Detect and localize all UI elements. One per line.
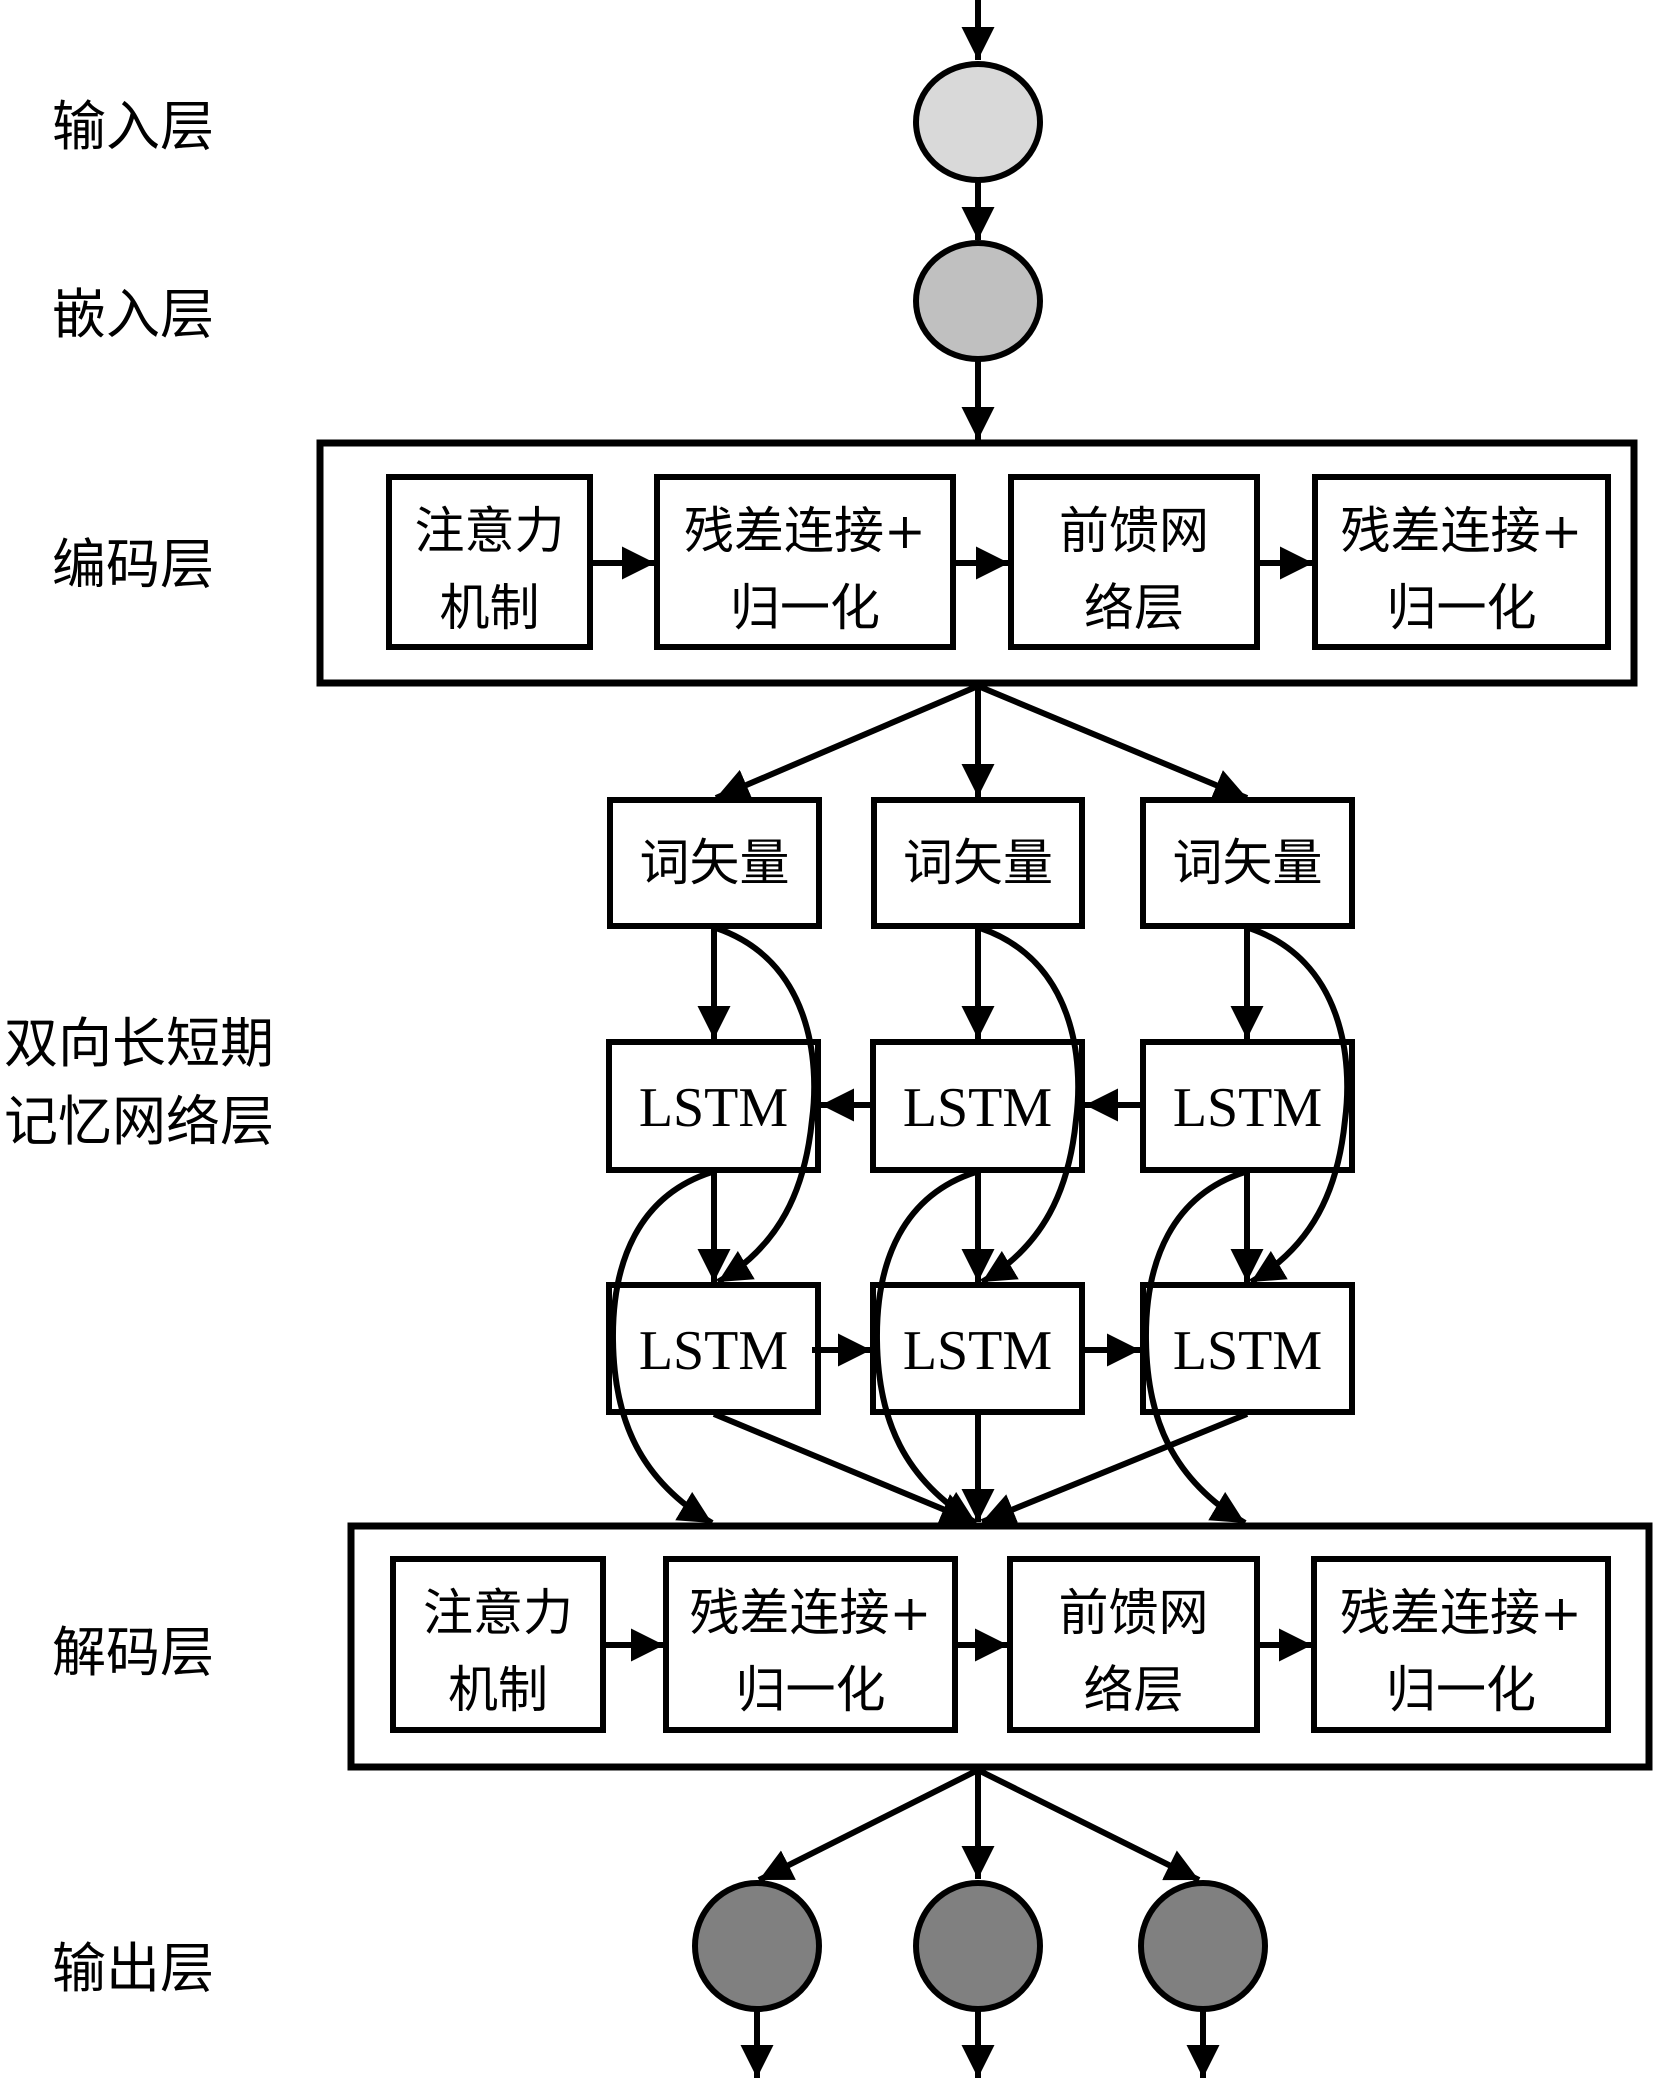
encoder-add-norm-box-1: 残差连接+ 归一化 bbox=[654, 474, 956, 650]
word-vector-3-label: 词矢量 bbox=[1173, 834, 1323, 892]
wordvec-2-skip-curve bbox=[979, 925, 1082, 1285]
decoder-add-norm-2-line1: 残差连接+ bbox=[1340, 1584, 1582, 1642]
encoder-add-norm-1-line1: 残差连接+ bbox=[684, 502, 926, 560]
forward-lstm-3-to-decoder-arrow bbox=[980, 1411, 1249, 1525]
word-vector-1-label: 词矢量 bbox=[640, 834, 790, 892]
output-node-1 bbox=[692, 1880, 822, 2012]
backward-lstm-1-to-decoder-curve bbox=[609, 1169, 714, 1526]
encoder-add-norm-box-2: 残差连接+ 归一化 bbox=[1312, 474, 1611, 650]
word-vector-box-3: 词矢量 bbox=[1140, 797, 1355, 929]
encoder-add-norm-1-line2: 归一化 bbox=[730, 579, 880, 637]
decoder-feedforward-line2: 络层 bbox=[1084, 1661, 1184, 1719]
decoder-add-norm-1-line1: 残差连接+ bbox=[690, 1584, 932, 1642]
decoder-add-norm-2-line2: 归一化 bbox=[1386, 1661, 1536, 1719]
encoder-feedforward-line2: 络层 bbox=[1084, 579, 1184, 637]
backward-lstm-2-label: LSTM bbox=[903, 1077, 1052, 1139]
forward-lstm-cell-1: LSTM bbox=[606, 1282, 821, 1415]
forward-lstm-3-label: LSTM bbox=[1173, 1320, 1322, 1382]
decoder-block: 注意力 机制 残差连接+ 归一化 前馈网 络层 残差连接+ 归一化 bbox=[347, 1522, 1653, 1771]
encoder-block: 注意力 机制 残差连接+ 归一化 前馈网 络层 残差连接+ 归一化 bbox=[316, 439, 1638, 687]
decoder-add-norm-1-line2: 归一化 bbox=[736, 1661, 886, 1719]
backward-lstm-3-label: LSTM bbox=[1173, 1077, 1322, 1139]
input-node bbox=[913, 61, 1043, 183]
word-vector-box-2: 词矢量 bbox=[871, 797, 1085, 929]
label-output-layer: 输出层 bbox=[52, 1937, 214, 2000]
label-bilstm-line1: 双向长短期 bbox=[4, 1012, 274, 1075]
word-vector-box-1: 词矢量 bbox=[607, 797, 822, 929]
label-bilstm-line2: 记忆网络层 bbox=[4, 1090, 274, 1153]
decoder-feedforward-box: 前馈网 络层 bbox=[1007, 1556, 1260, 1733]
backward-lstm-3-to-decoder-curve bbox=[1142, 1169, 1247, 1526]
backward-lstm-2-to-decoder-curve bbox=[873, 1169, 978, 1526]
output-node-2 bbox=[913, 1880, 1043, 2012]
wordvec-3-skip-curve bbox=[1248, 925, 1351, 1285]
encoder-add-norm-2-line1: 残差连接+ bbox=[1341, 502, 1583, 560]
encoder-to-wordvec-3-arrow bbox=[976, 683, 1249, 801]
forward-lstm-2-label: LSTM bbox=[903, 1320, 1052, 1382]
encoder-add-norm-2-line2: 归一化 bbox=[1387, 579, 1537, 637]
forward-lstm-cell-2: LSTM bbox=[870, 1282, 1085, 1415]
label-input-layer: 输入层 bbox=[52, 95, 214, 158]
decoder-attention-line2: 机制 bbox=[448, 1661, 548, 1719]
encoder-attention-line2: 机制 bbox=[440, 579, 540, 637]
embedding-node bbox=[913, 240, 1043, 362]
decoder-add-norm-box-2: 残差连接+ 归一化 bbox=[1311, 1556, 1611, 1733]
wordvec-1-skip-curve bbox=[715, 925, 818, 1285]
word-vector-2-label: 词矢量 bbox=[903, 834, 1053, 892]
decoder-to-output-1-arrow bbox=[757, 1767, 980, 1883]
backward-lstm-cell-3: LSTM bbox=[1140, 1039, 1355, 1173]
backward-lstm-cell-1: LSTM bbox=[606, 1039, 821, 1173]
label-encoder-layer: 编码层 bbox=[52, 533, 214, 596]
decoder-feedforward-line1: 前馈网 bbox=[1059, 1584, 1209, 1642]
forward-lstm-cell-3: LSTM bbox=[1140, 1282, 1355, 1415]
forward-lstm-1-label: LSTM bbox=[639, 1320, 788, 1382]
forward-lstm-1-to-decoder-arrow bbox=[712, 1411, 976, 1525]
output-node-3 bbox=[1138, 1880, 1268, 2012]
label-embedding-layer: 嵌入层 bbox=[52, 283, 214, 346]
encoder-attention-line1: 注意力 bbox=[415, 502, 565, 560]
decoder-attention-line1: 注意力 bbox=[423, 1584, 573, 1642]
backward-lstm-1-label: LSTM bbox=[639, 1077, 788, 1139]
encoder-attention-box: 注意力 机制 bbox=[386, 474, 593, 650]
encoder-feedforward-line1: 前馈网 bbox=[1059, 502, 1209, 560]
decoder-to-output-3-arrow bbox=[976, 1767, 1201, 1883]
encoder-feedforward-box: 前馈网 络层 bbox=[1008, 474, 1260, 650]
decoder-attention-box: 注意力 机制 bbox=[390, 1556, 606, 1733]
encoder-to-wordvec-1-arrow bbox=[714, 683, 980, 801]
backward-lstm-cell-2: LSTM bbox=[870, 1039, 1085, 1173]
label-decoder-layer: 解码层 bbox=[52, 1621, 214, 1684]
decoder-add-norm-box-1: 残差连接+ 归一化 bbox=[663, 1556, 958, 1733]
